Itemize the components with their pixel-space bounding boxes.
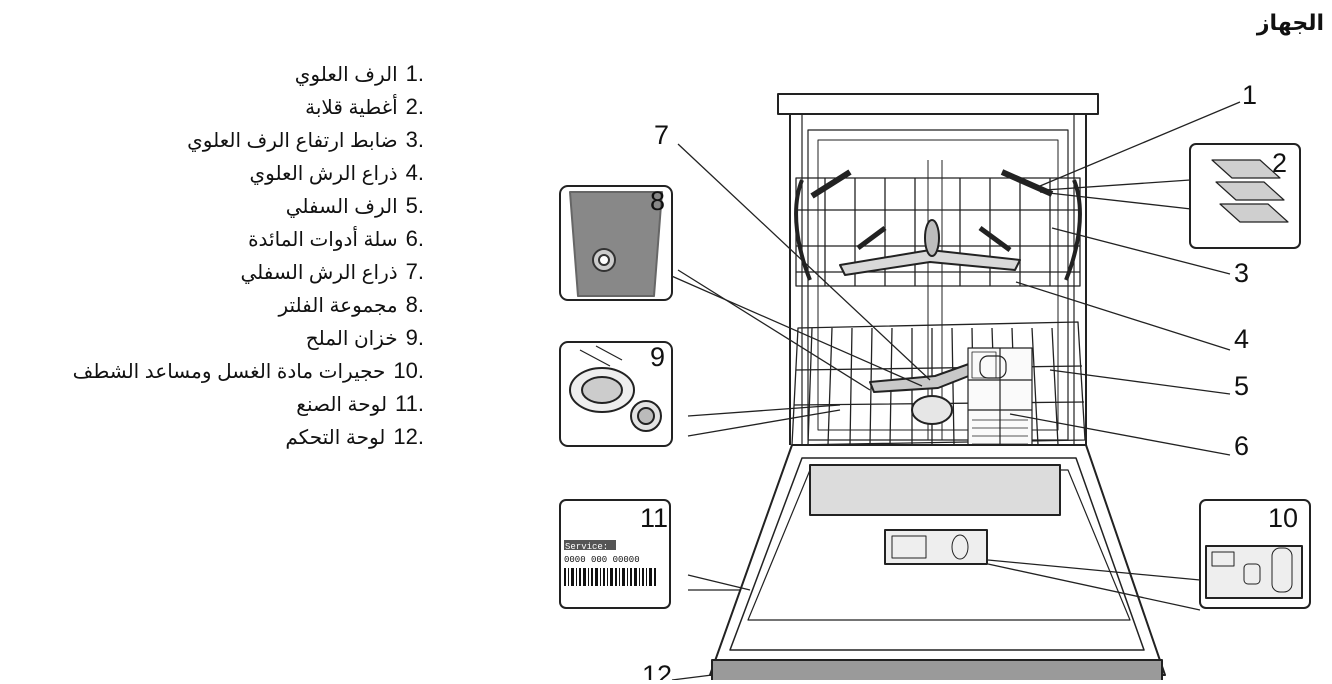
legend-number: 10. bbox=[393, 358, 424, 383]
legend-label: الرف السفلي bbox=[285, 196, 398, 218]
inset-filter-assembly bbox=[559, 185, 673, 301]
legend-number: 11. bbox=[395, 391, 424, 416]
dishwasher-diagram: Service: 0000 000 00000 1 2 3 4 5 6 7 8 … bbox=[559, 80, 1311, 680]
legend-label: مجموعة الفلتر bbox=[278, 295, 398, 317]
legend-item: 9. خزان الملح bbox=[4, 322, 424, 355]
callout-11: 11 bbox=[640, 503, 668, 533]
dishwasher-door bbox=[709, 444, 1166, 680]
legend-number: 5. bbox=[405, 193, 424, 218]
legend-item: 4. ذراع الرش العلوي bbox=[4, 157, 424, 190]
legend-item: 12. لوحة التحكم bbox=[4, 421, 424, 454]
legend-number: 12. bbox=[393, 424, 424, 449]
legend-number: 6. bbox=[405, 226, 424, 251]
callout-1: 1 bbox=[1242, 80, 1257, 110]
legend-label: ضابط ارتفاع الرف العلوي bbox=[187, 130, 398, 152]
rating-plate-content: Service: 0000 000 00000 bbox=[564, 540, 656, 586]
legend-item: 5. الرف السفلي bbox=[4, 190, 424, 223]
leader-lines bbox=[666, 101, 1241, 680]
page-title: الجهاز bbox=[1256, 10, 1324, 35]
legend-item: 11. لوحة الصنع bbox=[4, 388, 424, 421]
legend-number: 9. bbox=[405, 325, 424, 350]
legend-label: ذراع الرش السفلي bbox=[240, 262, 398, 284]
legend-item: 8. مجموعة الفلتر bbox=[4, 289, 424, 322]
callout-10: 10 bbox=[1268, 503, 1298, 533]
callout-5: 5 bbox=[1234, 371, 1249, 401]
legend-item: 6. سلة أدوات المائدة bbox=[4, 223, 424, 256]
legend-label: ذراع الرش العلوي bbox=[249, 163, 398, 185]
callout-12: 12 bbox=[642, 660, 672, 680]
legend-label: خزان الملح bbox=[305, 328, 398, 350]
legend-item: 3. ضابط ارتفاع الرف العلوي bbox=[4, 124, 424, 157]
legend-label: حجيرات مادة الغسل ومساعد الشطف bbox=[72, 361, 386, 383]
barcode-icon bbox=[564, 568, 656, 586]
legend-item: 1. الرف العلوي bbox=[4, 58, 424, 91]
legend-label: الرف العلوي bbox=[294, 64, 398, 86]
legend-number: 7. bbox=[405, 259, 424, 284]
legend-number: 4. bbox=[405, 160, 424, 185]
callout-8: 8 bbox=[650, 186, 665, 216]
legend-label: أغطية قلابة bbox=[305, 97, 398, 119]
legend-item: 10. حجيرات مادة الغسل ومساعد الشطف bbox=[4, 355, 424, 388]
service-number: 0000 000 00000 bbox=[564, 555, 640, 565]
inset-flip-up-tines bbox=[1189, 143, 1301, 249]
inset-detergent-dispenser bbox=[1199, 499, 1311, 609]
dishwasher-body bbox=[777, 93, 1099, 445]
callout-2: 2 bbox=[1272, 148, 1287, 178]
legend-number: 2. bbox=[405, 94, 424, 119]
upper-spray-arm bbox=[839, 219, 1021, 276]
legend-number: 8. bbox=[405, 292, 424, 317]
legend-number: 3. bbox=[405, 127, 424, 152]
legend-item: 7. ذراع الرش السفلي bbox=[4, 256, 424, 289]
inset-salt-container bbox=[559, 341, 673, 447]
legend-item: 2. أغطية قلابة bbox=[4, 91, 424, 124]
legend-label: لوحة الصنع bbox=[296, 394, 388, 416]
callout-4: 4 bbox=[1234, 324, 1249, 354]
callout-9: 9 bbox=[650, 342, 665, 372]
callout-3: 3 bbox=[1234, 258, 1249, 288]
service-label: Service: bbox=[565, 542, 608, 552]
callout-7: 7 bbox=[654, 120, 669, 150]
legend-label: لوحة التحكم bbox=[285, 427, 386, 449]
callout-6: 6 bbox=[1234, 431, 1249, 461]
cutlery-basket bbox=[967, 347, 1033, 449]
legend-label: سلة أدوات المائدة bbox=[248, 229, 398, 251]
lower-spray-arm bbox=[869, 359, 985, 425]
legend-number: 1. bbox=[405, 61, 424, 86]
parts-legend: 1. الرف العلوي 2. أغطية قلابة 3. ضابط ارتفا… bbox=[4, 58, 424, 454]
